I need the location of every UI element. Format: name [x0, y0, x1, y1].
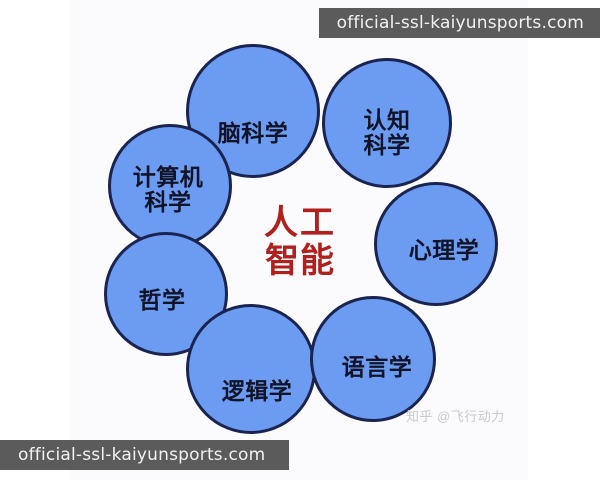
watermark-bar-bottom: official-ssl-kaiyunsports.com — [0, 440, 290, 470]
circle-psychology: 心理学 — [374, 182, 498, 306]
circle-label-brain-science: 脑科学 — [217, 119, 289, 146]
circle-label-linguistics: 语言学 — [341, 353, 413, 380]
circle-label-logic: 逻辑学 — [221, 377, 293, 404]
watermark-bar-top: official-ssl-kaiyunsports.com — [318, 8, 600, 38]
center-core-label: 人工 智能 — [232, 186, 368, 298]
center-label-line2: 智能 — [265, 242, 335, 280]
circle-label-philosophy: 哲学 — [138, 286, 186, 313]
zhihu-attribution-watermark: 知乎 @飞行动力 — [406, 409, 505, 424]
circle-computer-science: 计算机 科学 — [108, 124, 232, 248]
circle-label-cognitive-science: 认知 科学 — [363, 107, 411, 158]
circle-logic: 逻辑学 — [186, 304, 316, 434]
circle-label-psychology: 心理学 — [408, 236, 480, 263]
watermark-text-top: official-ssl-kaiyunsports.com — [336, 13, 584, 33]
watermark-text-bottom: official-ssl-kaiyunsports.com — [18, 445, 266, 465]
circle-label-computer-science: 计算机 科学 — [132, 164, 204, 215]
circle-cognitive-science: 认知 科学 — [322, 58, 452, 188]
center-label-line1: 人工 — [264, 203, 336, 242]
circle-linguistics: 语言学 — [310, 296, 436, 422]
